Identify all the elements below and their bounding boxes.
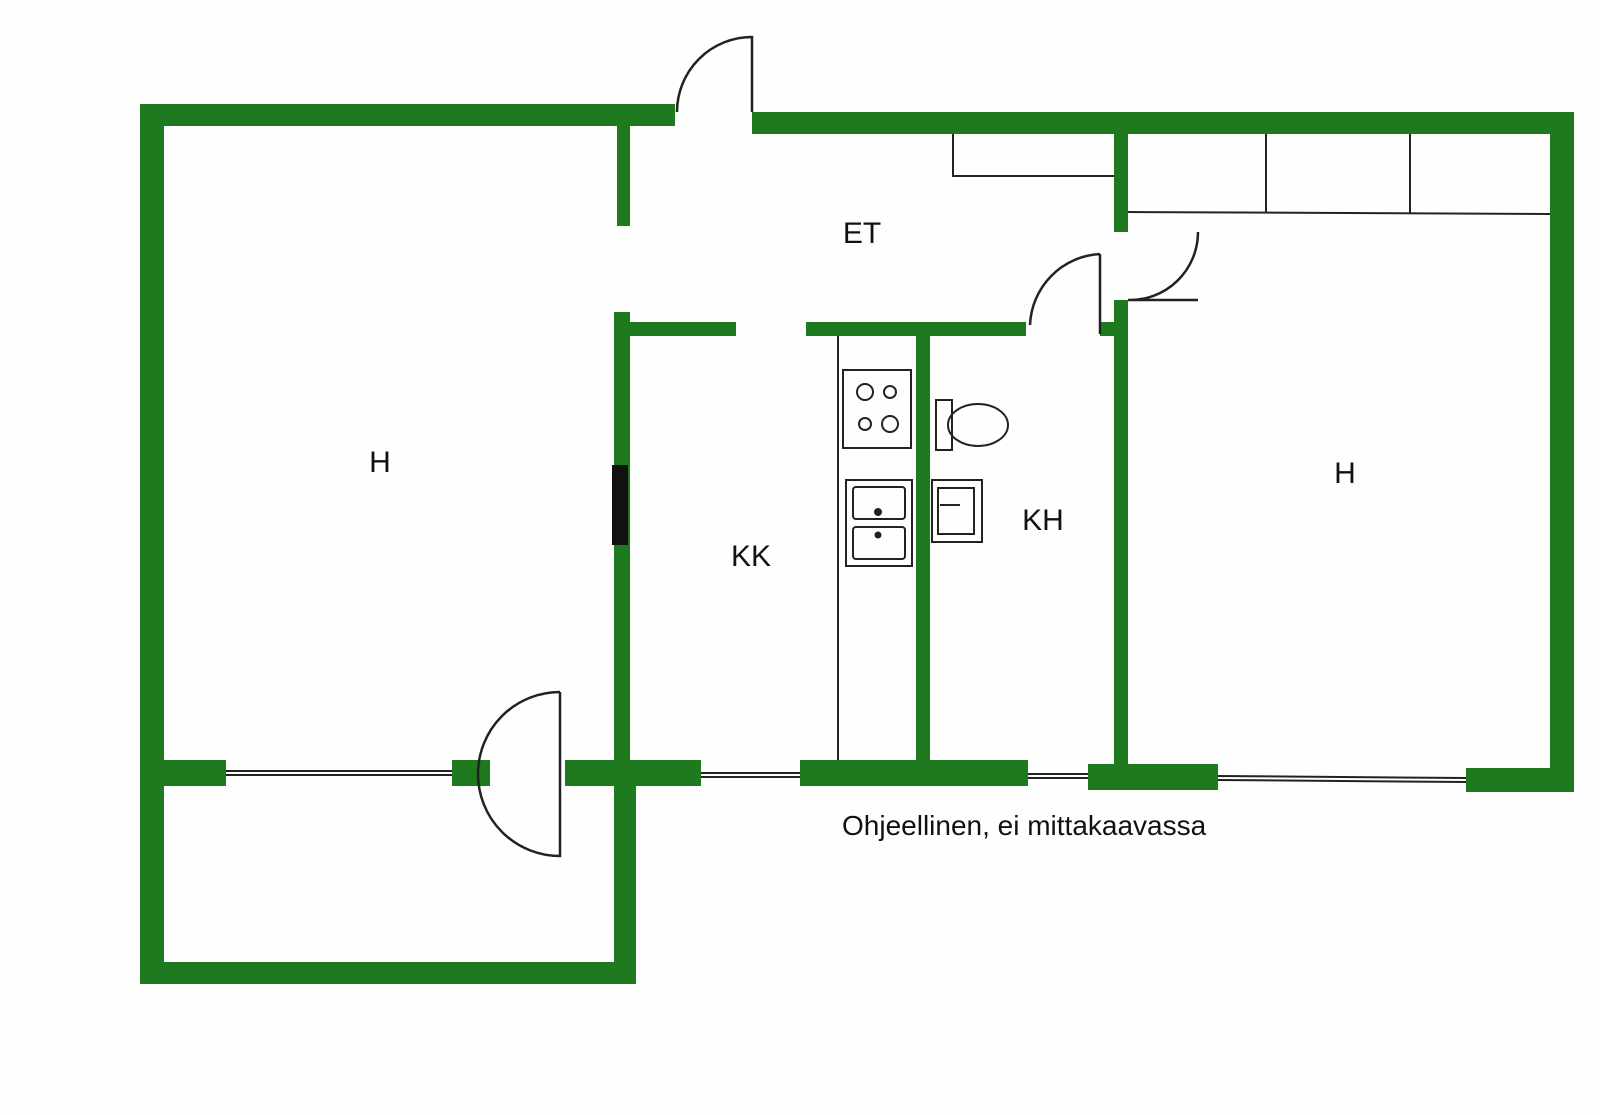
door-bathroom	[1028, 252, 1102, 334]
wall-kitchen-bath	[916, 334, 930, 770]
window-right-bedroom-2	[1217, 779, 1467, 783]
door-entry	[675, 35, 754, 113]
wall-top-right	[752, 112, 1572, 134]
wall-bottom-3	[565, 760, 701, 786]
wall-right-bedroom-lower	[1114, 300, 1128, 788]
kitchen-sink-drain	[874, 508, 882, 516]
toilet-tank	[935, 399, 953, 451]
wall-bottom-1	[140, 760, 226, 786]
wall-top-left	[140, 104, 675, 126]
wall-left-bedroom-upper	[617, 126, 630, 226]
wall-bottom-2	[452, 760, 490, 786]
door-balcony	[476, 690, 562, 858]
wall-right-outer	[1550, 112, 1574, 790]
wall-right-bedroom-upper	[1114, 132, 1128, 232]
room-label-bathroom: KH	[1022, 504, 1064, 537]
kitchen-sink	[845, 479, 913, 567]
wall-door-closed	[612, 465, 628, 545]
room-label-kitchen: KK	[731, 540, 771, 573]
stove-burner-2	[883, 385, 897, 399]
wall-left-outer	[140, 104, 164, 984]
cabinets	[837, 134, 1551, 760]
wall-hall-bottom-3	[1100, 322, 1116, 336]
door-right-bedroom	[1127, 231, 1200, 302]
windows	[226, 770, 1467, 783]
kitchen-sink-basin-1	[852, 486, 906, 520]
doors	[476, 35, 1200, 858]
wall-hall-bottom-2	[806, 322, 1026, 336]
bedroom-wardrobe-bottom	[1127, 211, 1551, 215]
wash-basin-inner	[937, 487, 975, 535]
room-label-entrance: ET	[843, 217, 881, 250]
bathroom-fixtures	[931, 399, 1009, 543]
wall-hall-bottom-1	[630, 322, 736, 336]
walls	[140, 104, 1574, 984]
kitchen-sink-drain-2	[874, 531, 882, 539]
wash-basin	[931, 479, 983, 543]
kitchen-sink-basin-2	[852, 526, 906, 560]
wall-balcony-bottom	[140, 962, 636, 984]
room-label-bedroom-right: H	[1334, 457, 1356, 490]
kitchen-fixtures	[842, 369, 913, 567]
hall-wardrobe	[952, 134, 1114, 177]
wall-bottom-5	[1088, 764, 1218, 790]
room-label-bedroom-left: H	[369, 446, 391, 479]
window-right-bedroom-1	[1217, 775, 1467, 779]
stove-burner-1	[856, 383, 874, 401]
stove	[842, 369, 912, 449]
stove-burner-3	[858, 417, 872, 431]
wall-balcony-right	[614, 760, 636, 984]
wall-bottom-6	[1466, 768, 1574, 792]
stove-burner-4	[881, 415, 899, 433]
toilet-bowl	[947, 403, 1009, 447]
plan-caption: Ohjeellinen, ei mittakaavassa	[842, 810, 1207, 841]
wall-left-bedroom-lower	[614, 312, 630, 782]
wall-bottom-4	[800, 760, 1028, 786]
